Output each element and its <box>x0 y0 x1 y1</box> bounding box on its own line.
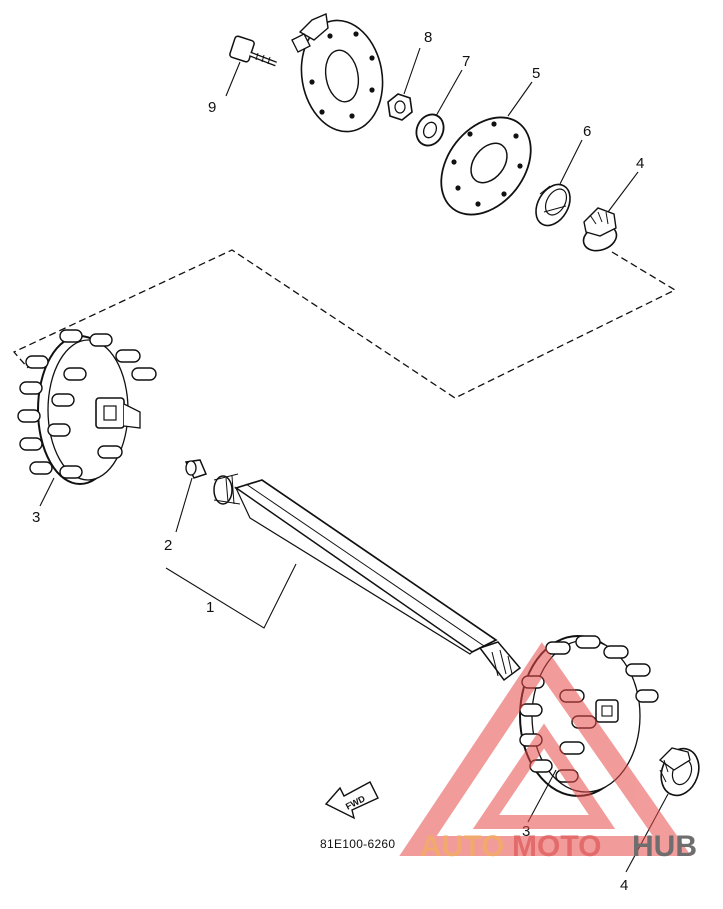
callout-7: 7 <box>462 53 470 70</box>
callout-6: 6 <box>583 123 591 140</box>
watermark-logo <box>399 642 692 856</box>
callout-9: 9 <box>208 99 216 116</box>
drive-shaft-part-1 <box>213 473 522 682</box>
watermark-auto: AUTO <box>420 830 504 863</box>
bearing-part-4-top <box>582 207 618 252</box>
bolt-part-9 <box>229 35 277 67</box>
callout-4-top: 4 <box>636 155 644 172</box>
forward-direction-arrow: FWD <box>324 781 379 820</box>
nut-part-8 <box>387 93 413 121</box>
watermark-hub: HUB <box>632 830 697 863</box>
pin-part-2 <box>184 459 208 479</box>
callout-2: 2 <box>164 537 172 554</box>
assembly-guide-line <box>12 249 677 399</box>
leader-lines <box>39 47 669 873</box>
flange-plate-part-5 <box>440 116 532 216</box>
watermark-text: AUTO MOTO HUB <box>420 830 697 863</box>
callout-1: 1 <box>206 599 214 616</box>
callout-4-bottom: 4 <box>620 877 628 894</box>
part-code: 81E100-6260 <box>320 837 395 851</box>
callout-3-left: 3 <box>32 509 40 526</box>
callout-5: 5 <box>532 65 540 82</box>
bearing-part-4-bottom <box>658 747 700 797</box>
callout-3-right: 3 <box>522 823 530 840</box>
sprocket-part-3-left <box>17 329 157 485</box>
drive-plate <box>291 12 384 133</box>
watermark-moto: MOTO <box>512 830 601 863</box>
callout-8: 8 <box>424 29 432 46</box>
bearing-part-6 <box>535 183 571 227</box>
washer-part-7 <box>415 113 445 147</box>
